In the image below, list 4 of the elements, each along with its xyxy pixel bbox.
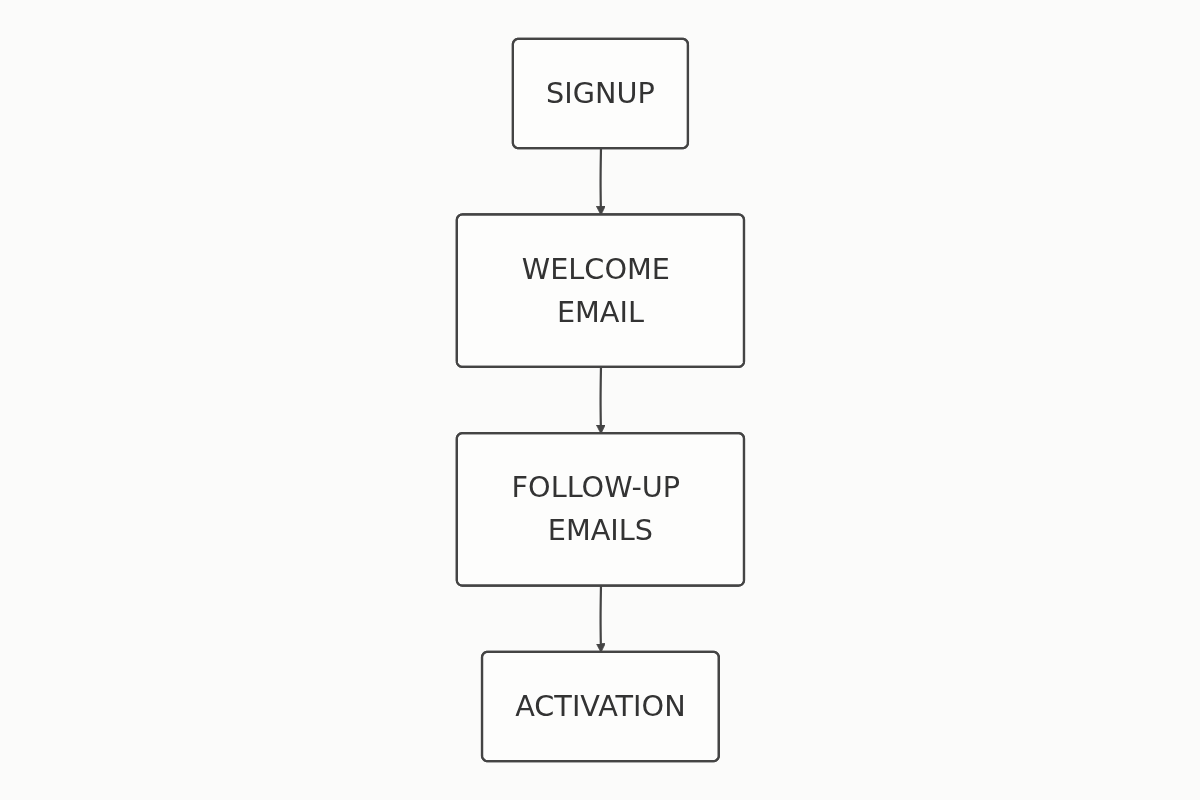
process-box: WELCOME EMAIL <box>455 213 745 368</box>
process-box: FOLLOW-UP EMAILS <box>455 432 745 587</box>
process-box: ACTIVATION <box>480 650 720 763</box>
process-box: SIGNUP <box>511 37 689 150</box>
